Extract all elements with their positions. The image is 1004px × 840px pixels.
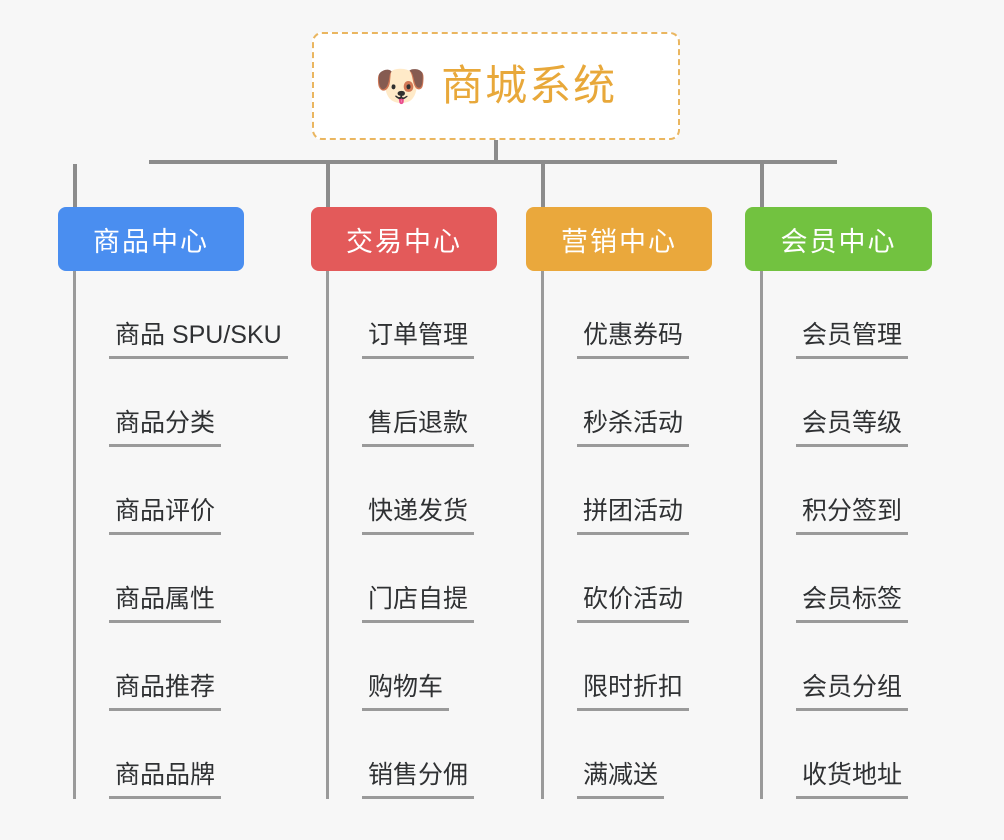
- root-stem-connector: [494, 140, 498, 164]
- item-label: 会员等级: [796, 409, 909, 447]
- item-label: 商品 SPU/SKU: [109, 321, 288, 359]
- item-label: 商品评价: [109, 497, 222, 535]
- horizontal-bus-connector: [149, 160, 837, 164]
- list-item[interactable]: 满减送: [541, 711, 689, 799]
- list-item[interactable]: 优惠券码: [541, 271, 690, 359]
- list-item[interactable]: 积分签到: [760, 447, 909, 535]
- branch-item-list-1: 订单管理 售后退款 快递发货 门店自提 购物车 销售分佣: [326, 271, 475, 799]
- branch-item-list-3: 会员管理 会员等级 积分签到 会员标签 会员分组 收货地址: [760, 271, 909, 799]
- list-item[interactable]: 购物车: [326, 623, 474, 711]
- page-title: 商城系统: [441, 61, 618, 109]
- list-item[interactable]: 砍价活动: [541, 535, 690, 623]
- item-label: 商品推荐: [109, 673, 222, 711]
- item-label: 订单管理: [362, 321, 475, 359]
- branch-header-2[interactable]: 营销中心: [526, 207, 712, 271]
- list-item[interactable]: 售后退款: [326, 359, 475, 447]
- item-label: 秒杀活动: [577, 409, 690, 447]
- list-item[interactable]: 商品属性: [73, 535, 288, 623]
- branch-drop-connector: [760, 164, 764, 208]
- branch-drop-connector: [73, 164, 77, 208]
- list-item[interactable]: 商品分类: [73, 359, 288, 447]
- item-label: 满减送: [577, 761, 665, 799]
- item-label: 商品属性: [109, 585, 222, 623]
- item-label: 购物车: [362, 673, 450, 711]
- branch-header-0[interactable]: 商品中心: [58, 207, 244, 271]
- list-item[interactable]: 商品品牌: [73, 711, 288, 799]
- item-label: 会员标签: [796, 585, 909, 623]
- branch-header-3[interactable]: 会员中心: [745, 207, 932, 271]
- item-label: 积分签到: [796, 497, 909, 535]
- branch-spine: [541, 271, 544, 799]
- item-label: 快递发货: [362, 497, 475, 535]
- branch-spine: [760, 271, 763, 799]
- item-label: 会员管理: [796, 321, 909, 359]
- item-label: 拼团活动: [577, 497, 690, 535]
- list-item[interactable]: 门店自提: [326, 535, 475, 623]
- item-label: 会员分组: [796, 673, 909, 711]
- list-item[interactable]: 销售分佣: [326, 711, 475, 799]
- list-item[interactable]: 收货地址: [760, 711, 909, 799]
- root-node[interactable]: 🐶 商城系统: [312, 32, 680, 140]
- list-item[interactable]: 快递发货: [326, 447, 475, 535]
- list-item[interactable]: 商品推荐: [73, 623, 288, 711]
- branch-header-1[interactable]: 交易中心: [311, 207, 497, 271]
- list-item[interactable]: 会员标签: [760, 535, 909, 623]
- branch-item-list-0: 商品 SPU/SKU 商品分类 商品评价 商品属性 商品推荐 商品品牌: [73, 271, 288, 799]
- item-label: 优惠券码: [577, 321, 690, 359]
- item-label: 砍价活动: [577, 585, 690, 623]
- list-item[interactable]: 限时折扣: [541, 623, 690, 711]
- item-label: 门店自提: [362, 585, 475, 623]
- branch-drop-connector: [326, 164, 330, 208]
- item-label: 收货地址: [796, 761, 909, 799]
- list-item[interactable]: 商品 SPU/SKU: [73, 271, 288, 359]
- branch-item-list-2: 优惠券码 秒杀活动 拼团活动 砍价活动 限时折扣 满减送: [541, 271, 690, 799]
- list-item[interactable]: 秒杀活动: [541, 359, 690, 447]
- item-label: 商品品牌: [109, 761, 222, 799]
- list-item[interactable]: 会员分组: [760, 623, 909, 711]
- branch-drop-connector: [541, 164, 545, 208]
- list-item[interactable]: 会员管理: [760, 271, 909, 359]
- item-label: 销售分佣: [362, 761, 475, 799]
- list-item[interactable]: 订单管理: [326, 271, 475, 359]
- list-item[interactable]: 拼团活动: [541, 447, 690, 535]
- item-label: 限时折扣: [577, 673, 690, 711]
- branch-spine: [326, 271, 329, 799]
- list-item[interactable]: 商品评价: [73, 447, 288, 535]
- branch-spine: [73, 271, 76, 799]
- item-label: 商品分类: [109, 409, 222, 447]
- item-label: 售后退款: [362, 409, 475, 447]
- list-item[interactable]: 会员等级: [760, 359, 909, 447]
- shiba-dog-face-icon: 🐶: [374, 62, 428, 109]
